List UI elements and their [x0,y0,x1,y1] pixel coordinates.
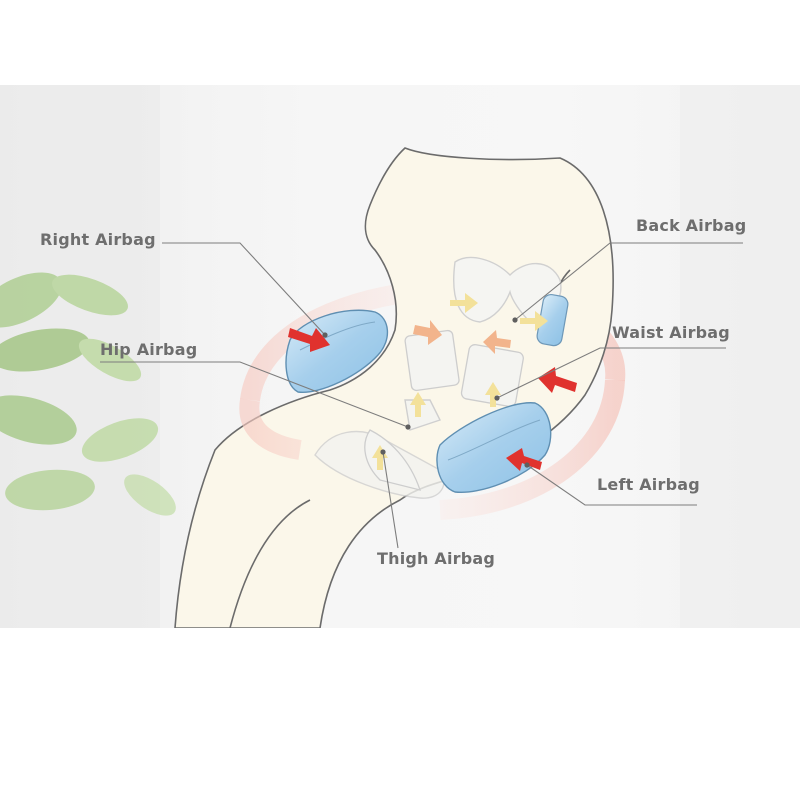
leader-hip-airbag [100,361,409,428]
right-airbag-shape [285,309,389,393]
center-panels [364,329,524,491]
leader-thigh-airbag [382,451,399,549]
leader-right-airbag [162,242,326,336]
orange-arrow [413,320,511,354]
leader-dots [322,317,530,468]
label-right-airbag: Right Airbag [40,230,156,249]
label-waist-airbag: Waist Airbag [612,323,730,342]
leader-back-airbag [514,242,743,321]
label-back-airbag: Back Airbag [636,216,747,235]
yellow-arrow [372,293,548,470]
leader-lines [100,242,743,549]
label-hip-airbag: Hip Airbag [100,340,198,359]
plant-decoration [0,272,176,516]
leader-waist-airbag [496,347,726,399]
rotation-ring-front [239,379,625,520]
background-light [0,85,800,628]
label-left-airbag: Left Airbag [597,475,700,494]
label-thigh-airbag: Thigh Airbag [377,549,496,568]
left-airbag-shape [436,402,552,494]
leader-left-airbag [526,464,697,506]
